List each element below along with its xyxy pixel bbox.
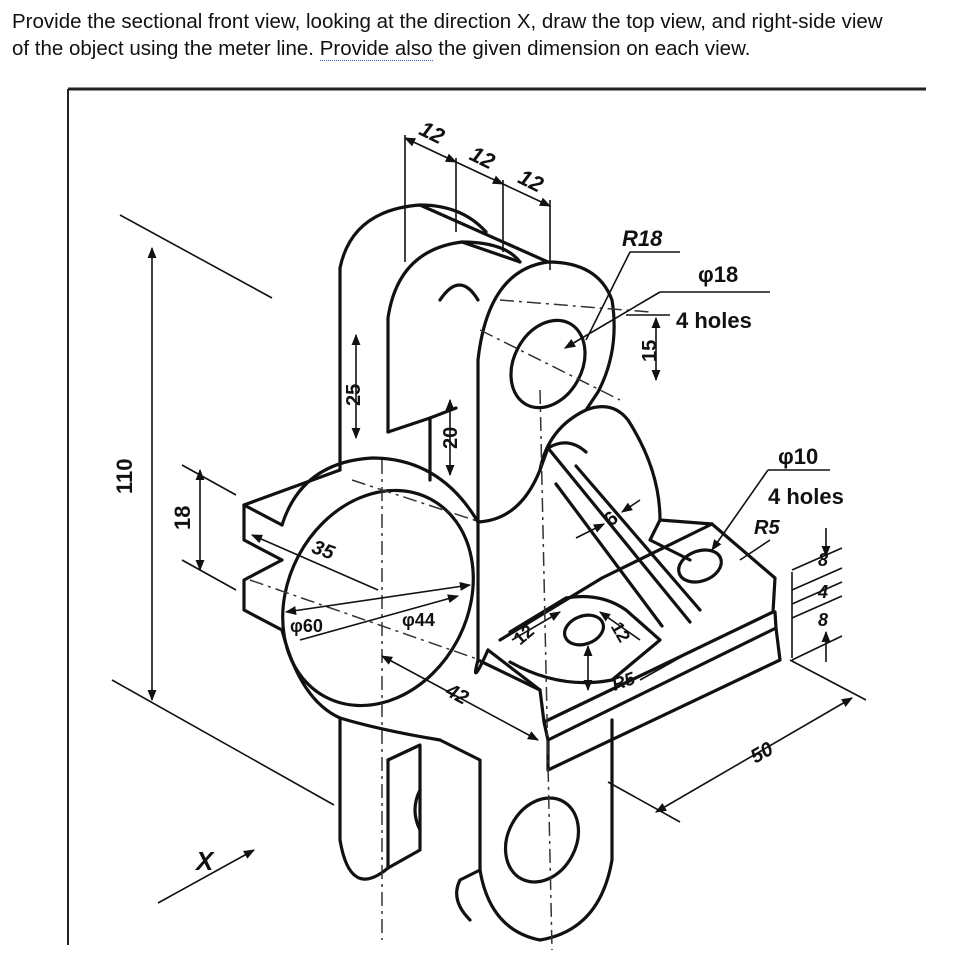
dim-12-base-right: 12 xyxy=(607,618,634,645)
dim-r18: R18 xyxy=(622,226,663,251)
object-outline xyxy=(242,203,782,942)
dim-r5-base: R5 xyxy=(609,668,638,695)
dim-r5-base-corner: R5 xyxy=(754,517,780,539)
dim-8-top: 8 xyxy=(818,550,828,570)
dim-12-c: 12 xyxy=(514,164,548,198)
dim-4: 4 xyxy=(817,582,828,602)
dim-42: 42 xyxy=(441,679,472,709)
dim-110: 110 xyxy=(112,459,137,495)
dim-4-holes-base: 4 holes xyxy=(768,484,844,509)
dim-4-holes-top: 4 holes xyxy=(676,308,752,333)
dim-18: 18 xyxy=(170,506,195,530)
direction-x-label: X xyxy=(194,846,215,876)
question-line-2-end: the given dimension on each view. xyxy=(432,37,751,60)
dimension-lines xyxy=(111,135,867,904)
dim-phi44: φ44 xyxy=(402,610,435,630)
dim-8-bottom: 8 xyxy=(818,610,828,630)
dim-6: 6 xyxy=(600,507,623,531)
question-line-2-start: of the object using the meter line. xyxy=(12,37,320,60)
image-frame xyxy=(67,87,926,945)
dim-15: 15 xyxy=(639,340,661,362)
question-text: Provide the sectional front view, lookin… xyxy=(12,8,957,62)
question-line-2: of the object using the meter line. Prov… xyxy=(12,35,957,62)
dim-25: 25 xyxy=(343,384,365,406)
center-lines xyxy=(249,299,651,951)
dim-phi18: φ18 xyxy=(698,262,738,287)
dim-12-base-left: 12 xyxy=(510,621,538,649)
dim-phi10: φ10 xyxy=(778,444,818,469)
dim-35: 35 xyxy=(309,536,338,565)
dim-50: 50 xyxy=(747,738,777,768)
spellcheck-phrase: Provide also xyxy=(319,37,433,61)
dim-phi60: φ60 xyxy=(290,616,323,636)
question-line-1: Provide the sectional front view, lookin… xyxy=(12,10,883,33)
dim-20: 20 xyxy=(440,427,462,449)
